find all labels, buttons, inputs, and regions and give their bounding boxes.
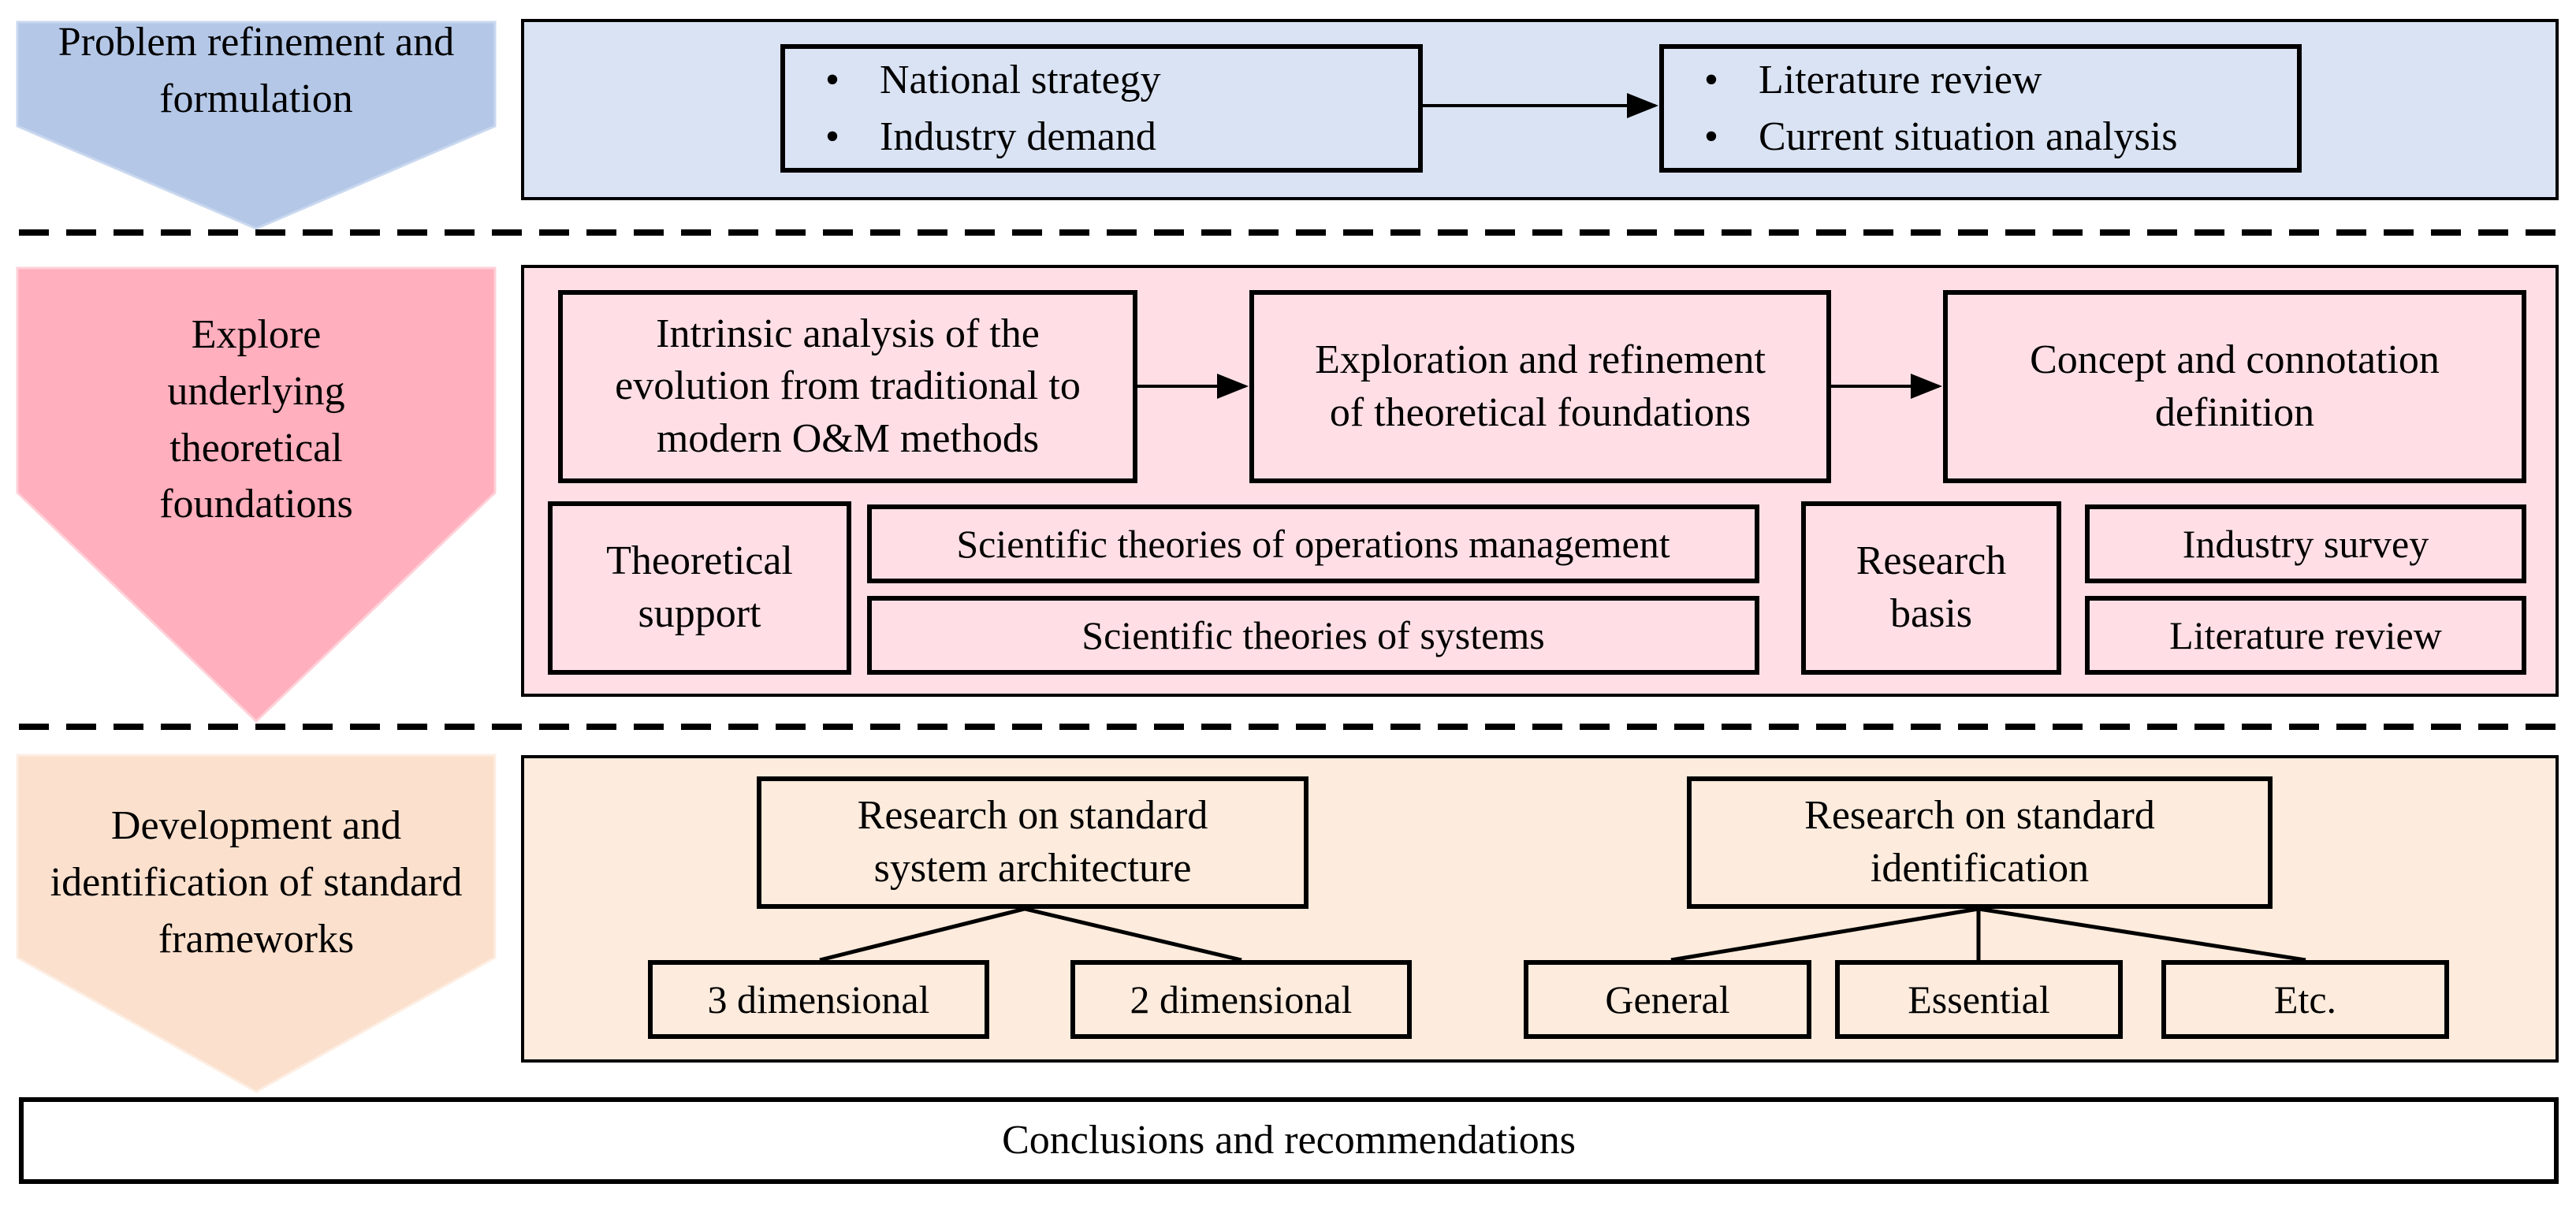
identification-research-box: Research on standard identification <box>1687 776 2273 909</box>
architecture-research-box: Research on standard system architecture <box>757 776 1308 909</box>
identification-child-box: Essential <box>1835 960 2123 1039</box>
support-item-box: Scientific theories of operations manage… <box>867 504 1759 583</box>
list-item: •National strategy <box>825 57 1161 102</box>
conclusions-box: Conclusions and recommendations <box>19 1097 2559 1184</box>
problem-left-box: •National strategy •Industry demand <box>780 44 1423 173</box>
theory-flow-box-2: Exploration and refinement of theoretica… <box>1249 290 1831 483</box>
stage-label-problem: Problem refinement and formulation <box>58 20 455 121</box>
tree-line <box>1024 906 1242 962</box>
research-basis-label: Research basis <box>1801 501 2061 675</box>
tree-line <box>819 906 1026 962</box>
stage-label-theory: Explore underlying theoretical foundatio… <box>159 312 353 527</box>
identification-child-box: Etc. <box>2161 960 2449 1039</box>
theoretical-support-label: Theoretical support <box>548 501 851 675</box>
tree-line <box>1978 906 2306 962</box>
architecture-child-box: 2 dimensional <box>1070 960 1412 1039</box>
tree-line <box>1670 906 1979 962</box>
identification-child-box: General <box>1524 960 1811 1039</box>
list-item: •Current situation analysis <box>1703 114 2178 159</box>
stage-arrow-problem <box>16 20 497 230</box>
basis-item-box: Literature review <box>2085 596 2526 675</box>
stage-label-frameworks: Development and identification of standa… <box>50 803 463 962</box>
problem-right-box: •Literature review •Current situation an… <box>1659 44 2302 173</box>
support-item-box: Scientific theories of systems <box>867 596 1759 675</box>
theory-flow-box-3: Concept and connotation definition <box>1943 290 2526 483</box>
stage-arrow-theory <box>16 266 497 724</box>
theory-flow-box-1: Intrinsic analysis of the evolution from… <box>558 290 1137 483</box>
architecture-child-box: 3 dimensional <box>648 960 989 1039</box>
stage-arrow-frameworks <box>16 754 497 1093</box>
list-item: •Literature review <box>1703 57 2042 102</box>
list-item: •Industry demand <box>825 114 1156 159</box>
basis-item-box: Industry survey <box>2085 504 2526 583</box>
